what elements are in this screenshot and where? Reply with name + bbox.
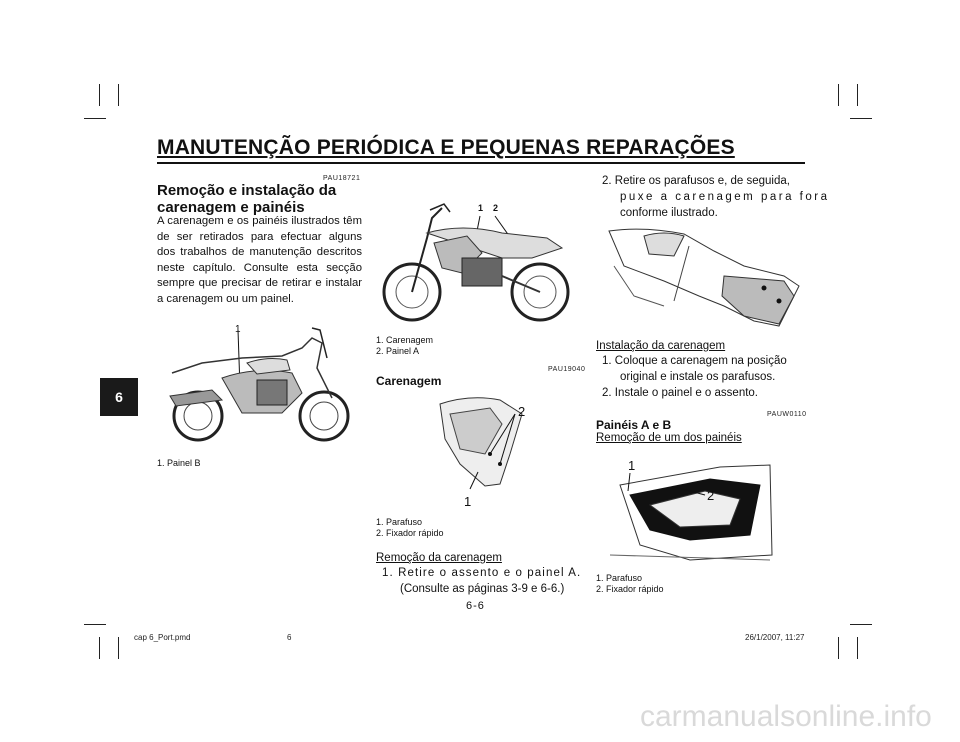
crop-mark	[118, 84, 119, 106]
crop-mark	[857, 84, 858, 106]
figure-caption: 2. Fixador rápido	[596, 584, 664, 594]
step-text: puxe a carenagem para fora	[620, 191, 830, 203]
page-number: 6-6	[466, 600, 485, 612]
step-text: original e instale os parafusos.	[620, 371, 776, 383]
figure-callout: 2	[493, 203, 499, 213]
step-text: 2. Instale o painel e o assento.	[602, 387, 758, 399]
crop-mark	[118, 637, 119, 659]
crop-mark	[99, 84, 100, 106]
figure-callout: 2	[518, 404, 526, 419]
section-code: PAU18721	[323, 175, 361, 182]
panel-figure	[609, 464, 773, 561]
subheading: Remoção da carenagem	[376, 552, 502, 564]
step-text: 2. Retire os parafusos e, de seguida,	[602, 175, 790, 187]
section-heading: Carenagem	[376, 374, 442, 388]
section-heading: Painéis A e B	[596, 418, 672, 432]
figure-callout: 2	[707, 488, 715, 503]
crop-mark	[838, 84, 839, 106]
figure-callout: 1	[628, 458, 636, 473]
motorcycle-figure-left	[169, 327, 350, 442]
cowling-removal-figure	[608, 228, 800, 327]
subheading: Instalação da carenagem	[596, 340, 726, 352]
section-heading: Remoção e instalação da carenagem e pain…	[157, 182, 337, 216]
header-rule	[157, 162, 805, 164]
section-code: PAUW0110	[767, 411, 807, 418]
crop-mark	[84, 118, 106, 119]
figure-caption: 2. Painel A	[376, 346, 420, 356]
figure-callout: 1	[478, 203, 484, 213]
crop-mark	[850, 118, 872, 119]
section-code: PAU19040	[548, 366, 586, 373]
figure-caption: 1. Parafuso	[596, 573, 643, 583]
figure-caption: 1. Carenagem	[376, 335, 434, 345]
crop-mark	[99, 637, 100, 659]
figure-caption: 1. Painel B	[157, 458, 201, 468]
figure-caption: 1. Parafuso	[376, 517, 423, 527]
footer-page: 6	[287, 633, 292, 642]
subheading: Remoção de um dos painéis	[596, 432, 742, 444]
footer-file: cap 6_Port.pmd	[134, 633, 191, 642]
figure-callout: 1	[464, 494, 472, 509]
page-title: MANUTENÇÃO PERIÓDICA E PEQUENAS REPARAÇÕ…	[157, 136, 735, 159]
intro-paragraph: A carenagem e os painéis ilustrados têm …	[157, 215, 362, 305]
footer-date: 26/1/2007, 11:27	[745, 633, 805, 642]
cowling-figure	[439, 397, 523, 490]
crop-mark	[84, 624, 106, 625]
motorcycle-figure-center	[382, 203, 570, 322]
chapter-tab: 6	[100, 378, 138, 416]
watermark: carmanualsonline.info	[640, 700, 932, 733]
step-text: (Consulte as páginas 3-9 e 6-6.)	[400, 583, 565, 595]
figure-callout: 1	[235, 324, 241, 335]
step-text: 1. Retire o assento e o painel A.	[382, 567, 582, 579]
figure-caption: 2. Fixador rápido	[376, 528, 444, 538]
crop-mark	[850, 624, 872, 625]
crop-mark	[857, 637, 858, 659]
crop-mark	[838, 637, 839, 659]
step-text: conforme ilustrado.	[620, 207, 718, 219]
step-text: 1. Coloque a carenagem na posição	[602, 355, 787, 367]
